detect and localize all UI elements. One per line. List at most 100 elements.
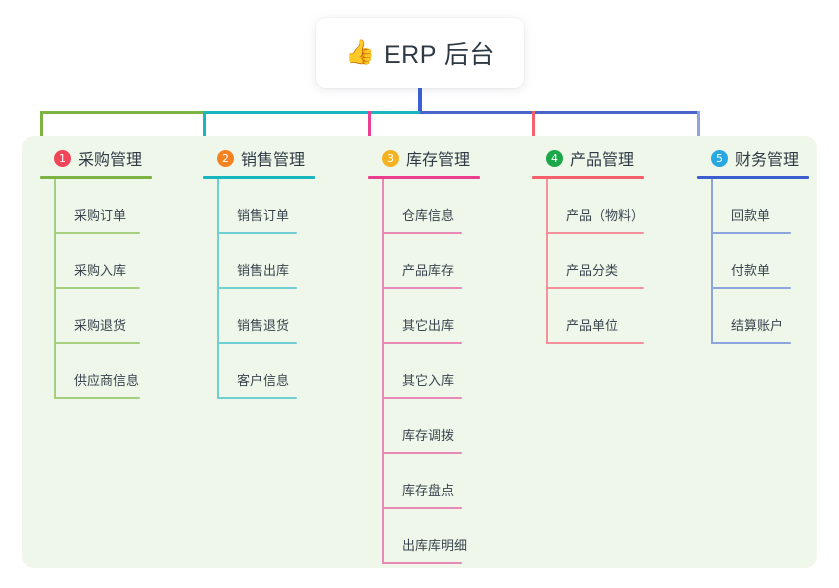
- category-badge-4: 4: [546, 149, 563, 167]
- leaf-label: 其它出库: [402, 318, 455, 333]
- leaf-spine: [54, 179, 56, 399]
- leaf-spine: [711, 179, 713, 344]
- drop-connector-3: [368, 111, 371, 146]
- leaf-underline: [382, 232, 462, 234]
- leaf-label: 采购订单: [74, 208, 127, 223]
- drop-connector-4: [532, 111, 535, 146]
- leaf-underline: [382, 452, 462, 454]
- leaf-label: 回款单: [731, 208, 771, 223]
- leaf-underline: [546, 232, 644, 234]
- leaf-underline: [217, 232, 297, 234]
- category-badge-3: 3: [382, 149, 399, 167]
- leaf-node[interactable]: 付款单: [697, 234, 809, 289]
- content-panel: [22, 136, 817, 568]
- leaf-node[interactable]: 供应商信息: [40, 344, 152, 399]
- category-underline: [203, 176, 315, 179]
- category-title: 销售管理: [241, 152, 306, 169]
- leaf-underline: [217, 397, 297, 399]
- leaf-label: 付款单: [731, 263, 771, 278]
- leaf-node[interactable]: 产品单位: [532, 289, 644, 344]
- category-badge-1: 1: [54, 149, 71, 167]
- leaf-node[interactable]: 仓库信息: [368, 179, 480, 234]
- leaf-node[interactable]: 产品库存: [368, 234, 480, 289]
- leaf-node[interactable]: 库存调拨: [368, 399, 480, 454]
- leaf-node[interactable]: 库存盘点: [368, 454, 480, 509]
- category-underline: [697, 176, 809, 179]
- leaf-node[interactable]: 销售订单: [203, 179, 315, 234]
- leaf-node[interactable]: 采购订单: [40, 179, 152, 234]
- leaf-node[interactable]: 销售退货: [203, 289, 315, 344]
- bus-segment-teal: [204, 111, 420, 114]
- leaf-node[interactable]: 其它入库: [368, 344, 480, 399]
- leaf-underline: [382, 507, 462, 509]
- category-header-1[interactable]: 1 采购管理: [40, 146, 152, 170]
- leaf-node[interactable]: 产品（物料）: [532, 179, 644, 234]
- leaf-node[interactable]: 其它出库: [368, 289, 480, 344]
- leaf-label: 出库库明细: [402, 538, 468, 553]
- leaf-spine: [217, 179, 219, 399]
- leaf-node[interactable]: 产品分类: [532, 234, 644, 289]
- category-column-采购管理: 1 采购管理采购订单采购入库采购退货供应商信息: [40, 146, 152, 399]
- leaf-underline: [546, 287, 644, 289]
- leaf-label: 产品单位: [566, 318, 619, 333]
- leaf-node[interactable]: 客户信息: [203, 344, 315, 399]
- drop-connector-2: [203, 111, 206, 146]
- category-title: 库存管理: [406, 152, 471, 169]
- leaf-underline: [217, 342, 297, 344]
- leaf-underline: [54, 342, 140, 344]
- leaf-underline: [546, 342, 644, 344]
- category-title: 财务管理: [735, 152, 800, 169]
- leaf-spine: [382, 179, 384, 564]
- leaf-label: 销售退货: [237, 318, 290, 333]
- category-title: 采购管理: [78, 152, 143, 169]
- leaf-underline: [382, 397, 462, 399]
- leaf-list: 销售订单销售出库销售退货客户信息: [203, 179, 315, 399]
- leaf-underline: [382, 562, 462, 564]
- leaf-node[interactable]: 采购入库: [40, 234, 152, 289]
- category-column-库存管理: 3 库存管理仓库信息产品库存其它出库其它入库库存调拨库存盘点出库库明细: [368, 146, 480, 564]
- root-stem-connector: [418, 88, 422, 114]
- leaf-node[interactable]: 出库库明细: [368, 509, 480, 564]
- leaf-list: 仓库信息产品库存其它出库其它入库库存调拨库存盘点出库库明细: [368, 179, 480, 564]
- leaf-label: 销售订单: [237, 208, 290, 223]
- leaf-node[interactable]: 采购退货: [40, 289, 152, 344]
- drop-connector-1: [40, 111, 43, 146]
- leaf-underline: [54, 232, 140, 234]
- leaf-label: 产品库存: [402, 263, 455, 278]
- leaf-label: 产品分类: [566, 263, 619, 278]
- leaf-underline: [711, 287, 791, 289]
- drop-connector-5: [697, 111, 700, 146]
- leaf-node[interactable]: 销售出库: [203, 234, 315, 289]
- leaf-label: 其它入库: [402, 373, 455, 388]
- leaf-node[interactable]: 回款单: [697, 179, 809, 234]
- root-node-title: ERP 后台: [383, 41, 495, 69]
- leaf-label: 仓库信息: [402, 208, 455, 223]
- category-underline: [40, 176, 152, 179]
- leaf-underline: [54, 287, 140, 289]
- leaf-node[interactable]: 结算账户: [697, 289, 809, 344]
- root-node-erp-backend[interactable]: 👍 ERP 后台: [316, 18, 524, 88]
- category-badge-5: 5: [711, 149, 728, 167]
- leaf-label: 采购入库: [74, 263, 127, 278]
- leaf-label: 销售出库: [237, 263, 290, 278]
- leaf-underline: [382, 287, 462, 289]
- leaf-list: 回款单付款单结算账户: [697, 179, 809, 344]
- category-underline: [532, 176, 644, 179]
- leaf-label: 采购退货: [74, 318, 127, 333]
- leaf-underline: [217, 287, 297, 289]
- category-header-3[interactable]: 3 库存管理: [368, 146, 480, 170]
- leaf-label: 结算账户: [731, 318, 784, 333]
- leaf-label: 产品（物料）: [566, 208, 645, 223]
- bus-segment-blue: [420, 111, 698, 114]
- root-node-content: 👍 ERP 后台: [345, 35, 495, 71]
- leaf-label: 客户信息: [237, 373, 290, 388]
- bus-segment-green: [41, 111, 204, 114]
- leaf-underline: [54, 397, 140, 399]
- leaf-label: 库存调拨: [402, 428, 455, 443]
- category-header-5[interactable]: 5 财务管理: [697, 146, 809, 170]
- leaf-spine: [546, 179, 548, 344]
